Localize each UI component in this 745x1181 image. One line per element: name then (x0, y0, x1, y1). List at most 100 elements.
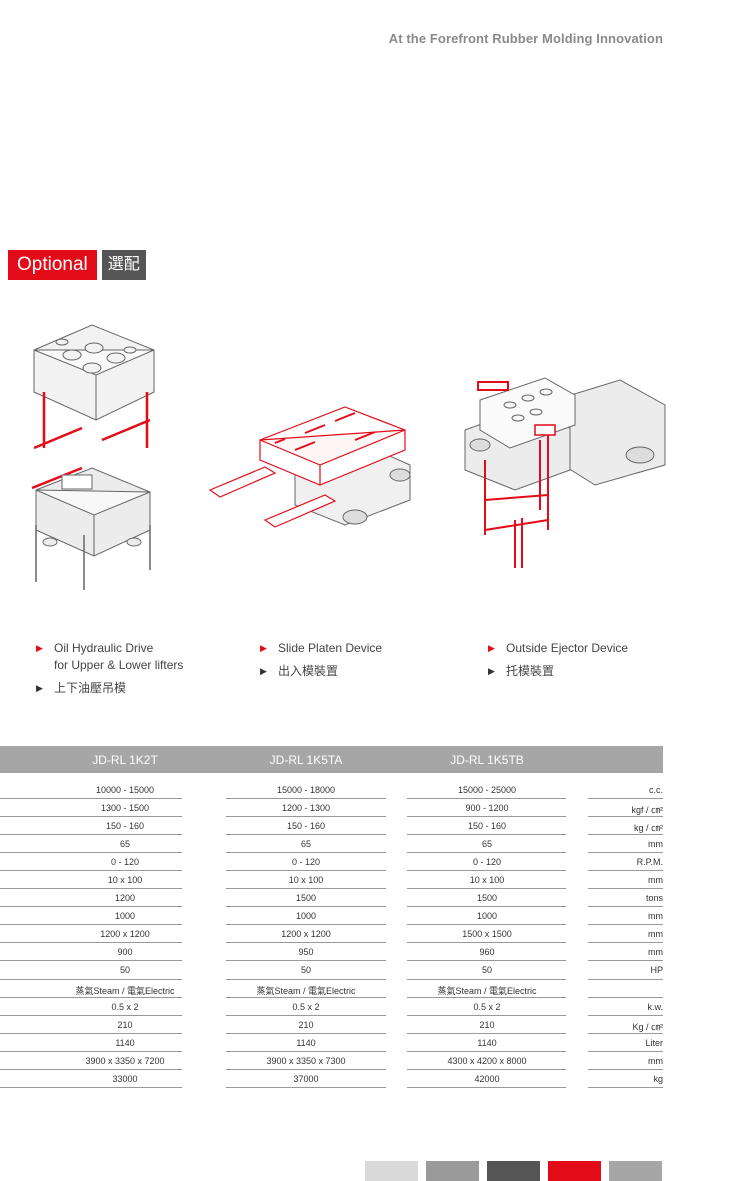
row-divider (407, 870, 566, 872)
spec-unit: mm (648, 1055, 663, 1066)
row-divider (0, 1086, 182, 1088)
spec-cell: 1200 (114, 893, 136, 904)
spec-cell: 0 - 120 (110, 857, 140, 868)
row-divider (0, 1068, 182, 1070)
row-divider (407, 996, 566, 998)
row-divider (226, 1086, 386, 1088)
row-divider (588, 906, 663, 908)
row-divider (226, 1032, 386, 1034)
spec-row: 1200 1500 1500 tons (0, 889, 663, 908)
color-swatch (487, 1161, 540, 1181)
row-divider (0, 1014, 182, 1016)
row-divider (407, 978, 566, 980)
row-divider (407, 1014, 566, 1016)
row-divider (0, 906, 182, 908)
spec-unit: R.P.M. (636, 857, 663, 868)
spec-cell: 42000 (474, 1073, 500, 1084)
row-divider (407, 1032, 566, 1034)
row-divider (226, 870, 386, 872)
row-divider (0, 1050, 182, 1052)
spec-cell: 1500 (295, 893, 317, 904)
dark-triangle-icon: ▶ (260, 666, 267, 676)
row-divider (588, 1014, 663, 1016)
spec-cell: 1200 - 1300 (281, 803, 331, 814)
spec-cell: 蒸氣Steam / 電氣Electric (75, 985, 175, 996)
spec-cell: 蒸氣Steam / 電氣Electric (256, 985, 356, 996)
row-divider (588, 1086, 663, 1088)
spec-cell: 210 (298, 1019, 314, 1030)
feature-1-zh: 上下油壓吊模 (54, 681, 127, 695)
spec-cell: 1000 (476, 911, 498, 922)
row-divider (588, 798, 663, 800)
spec-unit: Liter (645, 1037, 663, 1048)
spec-cell: 10 x 100 (288, 875, 324, 886)
spec-cell: 210 (479, 1019, 495, 1030)
slide-platen-illustration (208, 406, 411, 528)
spec-cell: 1140 (115, 1037, 135, 1048)
spec-cell: 37000 (293, 1073, 319, 1084)
spec-cell: 1000 (114, 911, 136, 922)
color-swatch (365, 1161, 418, 1181)
spec-cell: 65 (481, 839, 493, 850)
outside-ejector-illustration (464, 377, 666, 568)
feature-caption-1: ▶ Oil Hydraulic Drive for Upper & Lower … (36, 640, 183, 697)
model-header-3: JD-RL 1K5TB (450, 753, 524, 767)
row-divider (588, 1068, 663, 1070)
row-divider (0, 816, 182, 818)
spec-cell: 1500 x 1500 (462, 929, 512, 940)
spec-unit: tons (645, 893, 663, 904)
spec-unit: mm (648, 911, 663, 922)
row-divider (226, 888, 386, 890)
optional-label-zh: 選配 (101, 250, 146, 280)
row-divider (226, 906, 386, 908)
spec-cell: 1200 x 1200 (281, 929, 331, 940)
spec-cell: 900 (117, 947, 133, 958)
spec-cell: 10 x 100 (469, 875, 505, 886)
row-divider (226, 978, 386, 980)
spec-row: 蒸氣Steam / 電氣Electric 蒸氣Steam / 電氣Electric… (0, 980, 663, 998)
row-divider (588, 960, 663, 962)
spec-cell: 0.5 x 2 (473, 1001, 501, 1012)
row-divider (0, 834, 182, 836)
spec-cell: 10000 - 15000 (95, 785, 155, 795)
color-swatch (426, 1161, 479, 1181)
spec-cell: 150 - 160 (286, 821, 326, 832)
row-divider (588, 852, 663, 854)
feature-caption-2: ▶ Slide Platen Device ▶ 出入模裝置 (260, 640, 382, 680)
color-swatch (609, 1161, 662, 1181)
spec-cell: 950 (298, 947, 314, 958)
feature-3-zh: 托模裝置 (506, 664, 555, 678)
spec-cell: 0 - 120 (472, 857, 502, 868)
row-divider (0, 888, 182, 890)
spec-unit: HP (650, 965, 663, 976)
row-divider (0, 960, 182, 962)
spec-cell: 65 (300, 839, 312, 850)
row-divider (226, 1014, 386, 1016)
spec-cell: 900 - 1200 (465, 803, 509, 814)
spec-cell: 33000 (112, 1073, 138, 1084)
feature-2-zh: 出入模裝置 (278, 664, 339, 678)
spec-cell: 1300 - 1500 (100, 803, 150, 814)
spec-cell: 1200 x 1200 (100, 929, 150, 940)
spec-cell: 1500 (476, 893, 498, 904)
red-triangle-icon: ▶ (488, 643, 495, 653)
optional-label-en: Optional (8, 250, 97, 280)
spec-cell: 0 - 120 (291, 857, 321, 868)
row-divider (407, 924, 566, 926)
row-divider (407, 906, 566, 908)
row-divider (407, 798, 566, 800)
hydraulic-lifter-illustration (31, 324, 155, 590)
row-divider (226, 834, 386, 836)
